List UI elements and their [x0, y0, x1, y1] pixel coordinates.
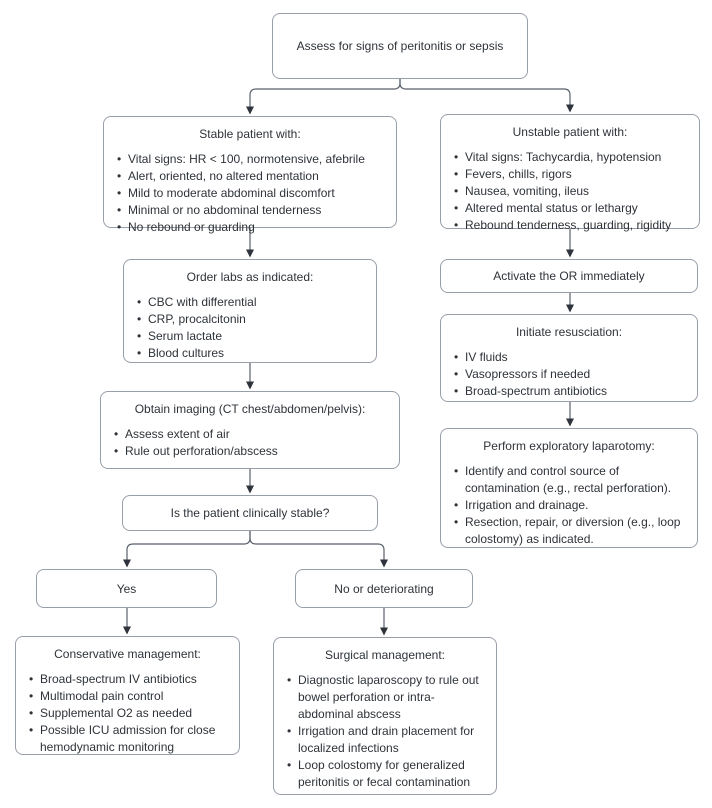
node-conservative-management: Conservative management: Broad-spectrum …	[15, 636, 240, 755]
bullet-item: No rebound or guarding	[117, 219, 386, 236]
node-assess: Assess for signs of peritonitis or sepsi…	[272, 13, 528, 79]
node-no-or-deteriorating: No or deteriorating	[295, 569, 473, 608]
bullet-item: Broad-spectrum IV antibiotics	[29, 671, 229, 688]
bullet-item: Altered mental status or lethargy	[454, 200, 689, 217]
bullet-item: Irrigation and drainage.	[454, 497, 687, 514]
node-unstable-patient: Unstable patient with: Vital signs: Tach…	[440, 114, 700, 234]
bullet-item: Vasopressors if needed	[454, 366, 687, 383]
node-yes: Yes	[36, 569, 217, 608]
node-activate-label: Activate the OR immediately	[493, 269, 645, 283]
node-exploratory-laparotomy: Perform exploratory laparotomy: Identify…	[440, 428, 698, 548]
bullet-item: Vital signs: Tachycardia, hypotension	[454, 149, 689, 166]
bullet-item: Resection, repair, or diversion (e.g., l…	[454, 514, 687, 548]
laparotomy-bullet-list: Identify and control source of contamina…	[451, 463, 687, 548]
bullet-item: Rule out perforation/abscess	[114, 443, 389, 460]
node-obtain-imaging: Obtain imaging (CT chest/abdomen/pelvis)…	[100, 391, 400, 469]
labs-bullet-list: CBC with differentialCRP, procalcitoninS…	[134, 294, 366, 362]
node-yes-label: Yes	[116, 581, 137, 596]
bullet-item: Serum lactate	[137, 328, 366, 345]
surgical-bullet-list: Diagnostic laparoscopy to rule out bowel…	[284, 672, 486, 791]
bullet-item: Blood cultures	[137, 345, 366, 362]
stable-bullet-list: Vital signs: HR < 100, normotensive, afe…	[114, 151, 386, 236]
unstable-bullet-list: Vital signs: Tachycardia, hypotensionFev…	[451, 149, 689, 234]
node-labs-title: Order labs as indicated:	[186, 270, 314, 284]
node-resuscitate-title: Initiate resusciation:	[515, 325, 623, 339]
conservative-bullet-list: Broad-spectrum IV antibioticsMultimodal …	[26, 671, 229, 756]
node-surgical-title: Surgical management:	[324, 648, 446, 662]
connector-question-no	[249, 531, 388, 568]
bullet-item: CBC with differential	[137, 294, 366, 311]
node-initiate-resuscitation: Initiate resusciation: IV fluidsVasopres…	[440, 314, 698, 402]
bullet-item: Alert, oriented, no altered mentation	[117, 168, 386, 185]
node-surgical-management: Surgical management: Diagnostic laparosc…	[273, 637, 497, 795]
bullet-item: CRP, procalcitonin	[137, 311, 366, 328]
bullet-item: Assess extent of air	[114, 426, 389, 443]
node-imaging-title: Obtain imaging (CT chest/abdomen/pelvis)…	[134, 402, 366, 416]
bullet-item: Supplemental O2 as needed	[29, 705, 229, 722]
bullet-item: Broad-spectrum antibiotics	[454, 383, 687, 400]
bullet-item: Multimodal pain control	[29, 688, 229, 705]
node-question-label: Is the patient clinically stable?	[170, 506, 330, 520]
node-clinically-stable-question: Is the patient clinically stable?	[122, 495, 378, 531]
imaging-bullet-list: Assess extent of airRule out perforation…	[111, 426, 389, 460]
connector-assess-stable	[246, 79, 401, 115]
node-stable-title: Stable patient with:	[199, 127, 301, 141]
connector-assess-unstable	[399, 79, 574, 113]
bullet-item: Nausea, vomiting, ileus	[454, 183, 689, 200]
node-conservative-title: Conservative management:	[54, 647, 201, 661]
bullet-item: Diagnostic laparoscopy to rule out bowel…	[287, 672, 486, 723]
bullet-item: Irrigation and drain placement for local…	[287, 723, 486, 757]
bullet-item: Mild to moderate abdominal discomfort	[117, 185, 386, 202]
bullet-item: Rebound tenderness, guarding, rigidity	[454, 217, 689, 234]
bullet-item: Minimal or no abdominal tenderness	[117, 202, 386, 219]
connector-question-yes	[123, 531, 251, 568]
node-activate-or: Activate the OR immediately	[440, 259, 698, 293]
node-assess-label: Assess for signs of peritonitis or sepsi…	[296, 39, 504, 53]
resuscitate-bullet-list: IV fluidsVasopressors if neededBroad-spe…	[451, 349, 687, 400]
bullet-item: Fevers, chills, rigors	[454, 166, 689, 183]
bullet-item: Possible ICU admission for close hemodyn…	[29, 722, 229, 756]
bullet-item: Identify and control source of contamina…	[454, 463, 687, 497]
node-laparotomy-title: Perform exploratory laparotomy:	[483, 439, 655, 453]
bullet-item: Vital signs: HR < 100, normotensive, afe…	[117, 151, 386, 168]
node-stable-patient: Stable patient with: Vital signs: HR < 1…	[103, 116, 397, 236]
node-unstable-title: Unstable patient with:	[512, 125, 628, 139]
bullet-item: IV fluids	[454, 349, 687, 366]
node-order-labs: Order labs as indicated: CBC with differ…	[123, 259, 377, 363]
bullet-item: Loop colostomy for generalized peritonit…	[287, 757, 486, 791]
node-no-label: No or deteriorating	[334, 581, 434, 596]
